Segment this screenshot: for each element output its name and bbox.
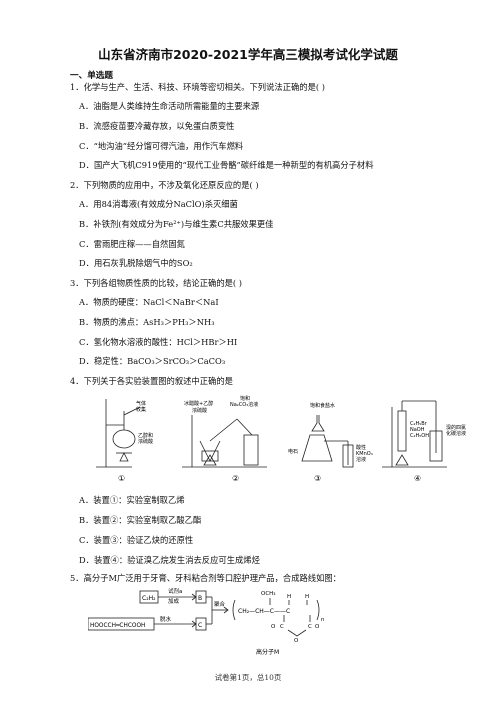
fig1-label-3: 乙醇和	[138, 432, 153, 439]
fig3-label-3: 酸性	[356, 444, 366, 451]
repeat-n: n	[321, 617, 325, 623]
fig4-label-5: 化碳溶液	[446, 430, 466, 437]
fig2-label-3: 饱和	[240, 395, 250, 402]
question-4-option-d: D．装置④：验证溴乙烷发生消去反应可生成烯烃	[79, 555, 260, 565]
question-1-stem: 1．化学与生产、生活、科技、环境等密切相关。下列说法正确的是( )	[70, 82, 326, 92]
question-3-stem: 3．下列各组物质性质的比较，结论正确的是( )	[70, 278, 243, 288]
fig1-number: ①	[118, 474, 125, 483]
figure-4-apparatus	[382, 400, 447, 468]
apparatus-figures: 气体 收集 乙醇和 浓硫酸 ① 冰醋酸+乙醇 浓硫酸 饱和 Na₂CO₃溶液 ②	[96, 395, 466, 483]
methoxy-group: OCH₃	[261, 591, 276, 597]
question-2-option-d: D．用石灰乳脱除烟气中的SO₂	[79, 258, 193, 268]
question-3-option-b: B．物质的沸点：AsH₃＞PH₃＞NH₃	[79, 317, 215, 327]
fig3-number: ③	[314, 474, 321, 483]
question-3-option-c: C．氢化物水溶液的酸性：HCl＞HBr＞HI	[79, 337, 238, 347]
fig4-label-3: C₂H₅OH	[410, 433, 429, 439]
polymer-m-label: 高分子M	[256, 648, 279, 656]
question-3-option-d: D．稳定性：BaCO₃＞SrCO₃＞CaCO₃	[79, 356, 226, 366]
question-4-option-a: A．装置①：实验室制取乙烯	[79, 495, 185, 505]
carbonyl-oxygen-2: O	[315, 624, 320, 630]
fig4-label-4: 溴的四氯	[446, 424, 466, 431]
question-4-option-b: B．装置②：实验室制取乙酸乙酯	[79, 515, 202, 525]
fig1-label-1: 气体	[136, 400, 146, 407]
section-heading: 一、单选题	[70, 71, 113, 81]
reagent-a-label: 试剂a	[168, 587, 182, 595]
page-title: 山东省济南市2020-2021学年高三模拟考试化学试题	[98, 47, 398, 62]
fig4-label-1: C₂H₅Br	[410, 421, 428, 427]
question-2-stem: 2．下列物质的应用中，不涉及氧化还原反应的是( )	[70, 180, 259, 190]
question-1-option-c: C．“地沟油”经分馏可得汽油，用作汽车燃料	[79, 141, 244, 151]
fig3-label-1: 饱和食盐水	[310, 402, 335, 409]
dehydration-label: 脱水	[160, 615, 172, 623]
ring-oxygen: O	[294, 638, 299, 644]
fig4-number: ④	[414, 474, 421, 483]
hydrogen-2: H	[305, 594, 309, 600]
page-footer: 试卷第1页，总10页	[214, 673, 282, 682]
reactant-c2h2: C₂H₂	[142, 595, 156, 602]
intermediate-b: B	[198, 595, 202, 602]
question-4-option-c: C．装置③：验证乙炔的还原性	[79, 535, 194, 545]
fig4-label-2: NaOH	[410, 427, 425, 433]
question-3-option-a: A．物质的硬度：NaCl＜NaBr＜NaI	[79, 297, 219, 307]
question-1-option-a: A．油脂是人类维持生命活动所需能量的主要来源	[79, 101, 260, 111]
carbonyl-carbon-2: C	[308, 624, 312, 630]
question-1-option-d: D．国产大飞机C919使用的“现代工业骨骼”碳纤维是一种新型的有机高分子材料	[79, 160, 374, 170]
fig3-label-2: 电石	[288, 448, 298, 455]
polymerization-label: 聚合	[214, 600, 226, 608]
figure-3-apparatus	[301, 415, 354, 468]
question-2-option-c: C．雷雨肥庄稼——自然固氮	[79, 239, 185, 249]
question-4-stem: 4．下列关于各实验装置图的叙述中正确的是	[70, 376, 233, 386]
question-5-stem: 5．高分子M广泛用于牙膏、牙科粘合剂等口腔护理产品，合成路线如图：	[70, 573, 341, 583]
fig2-label-2: 浓硫酸	[192, 407, 207, 414]
reactant-acid: HOOCCH═CHCOOH	[90, 623, 145, 629]
fig2-label-1: 冰醋酸+乙醇	[184, 400, 213, 407]
intermediate-c: C	[198, 622, 202, 629]
figure-1-apparatus	[96, 399, 141, 468]
addition-label: 加成	[168, 597, 180, 605]
fig2-label-4: Na₂CO₃溶液	[230, 401, 258, 408]
question-1-option-b: B．流感疫苗要冷藏存放，以免蛋白质变性	[79, 121, 235, 131]
fig1-label-2: 收集	[136, 406, 146, 413]
carbonyl-carbon-1: C	[280, 624, 284, 630]
fig3-label-5: 溶液	[356, 456, 366, 463]
carbonyl-oxygen-1: O	[271, 624, 276, 630]
polymer-chain: CH₂—CH—C——C	[238, 608, 290, 615]
fig3-label-4: KMnO₄	[356, 451, 373, 457]
question-2-option-b: B．补铁剂(有效成分为Fe²⁺)与维生素C共服效果更佳	[79, 219, 274, 229]
fig1-label-4: 浓硫酸	[138, 438, 153, 445]
question-2-option-a: A．用84消毒液(有效成分NaClO)杀灭细菌	[79, 199, 238, 209]
synthesis-scheme: C₂H₂ 试剂a 加成 B 聚合 HOOCCH═CHCOOH 脱水 C OCH₃…	[88, 587, 325, 656]
hydrogen-1: H	[287, 594, 291, 600]
fig2-number: ②	[232, 474, 239, 483]
figure-2-apparatus	[182, 415, 267, 468]
